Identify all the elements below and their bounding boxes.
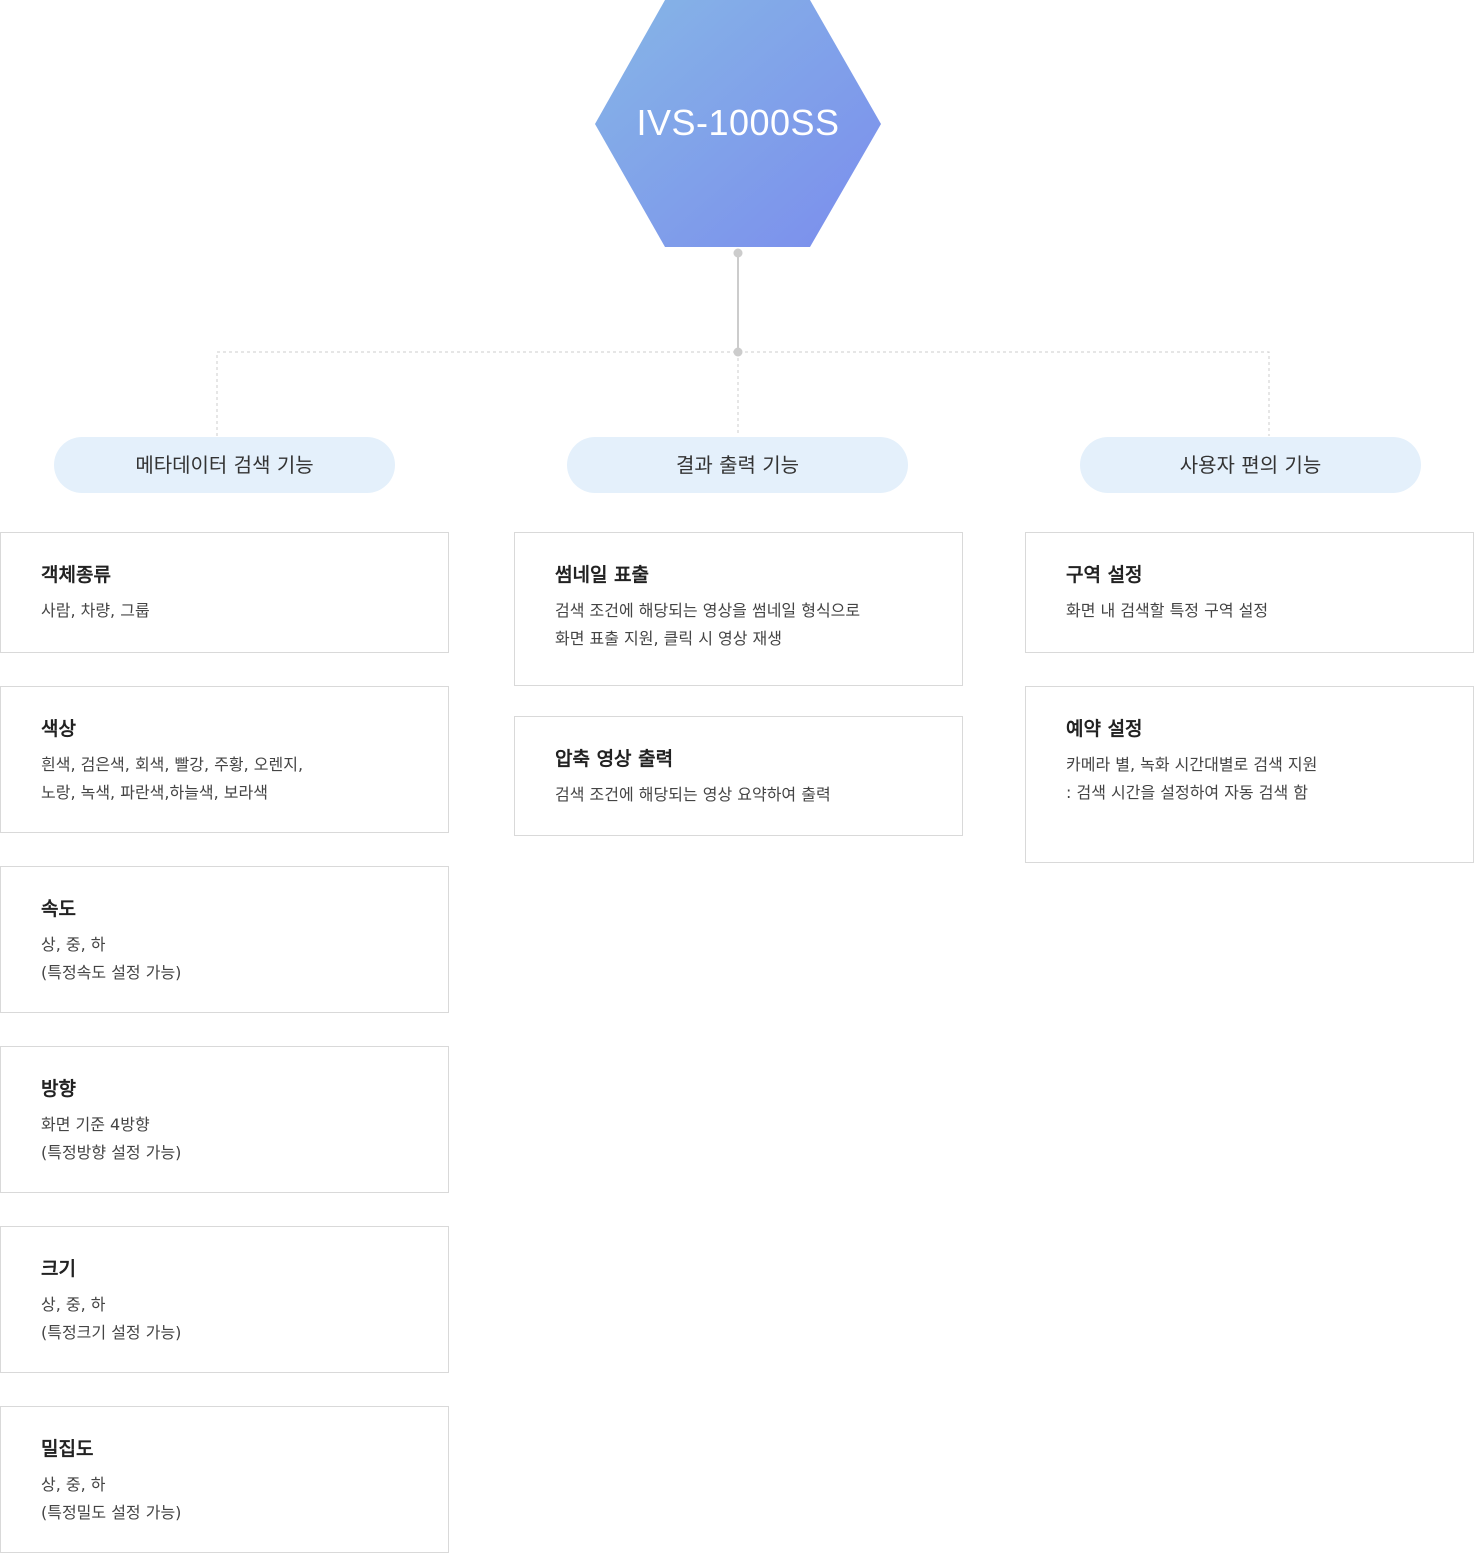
card-text: 검색 조건에 해당되는 영상 요약하여 출력 — [555, 785, 831, 804]
card-color: 색상 흰색, 검은색, 회색, 빨강, 주황, 오렌지, 노랑, 녹색, 파란색… — [0, 686, 449, 833]
card-compressed-video-output: 압축 영상 출력 검색 조건에 해당되는 영상 요약하여 출력 — [514, 716, 963, 836]
category-metadata-search: 메타데이터 검색 기능 — [54, 437, 395, 493]
card-text: (특정크기 설정 가능) — [41, 1323, 182, 1342]
card-text: 상, 중, 하 — [41, 935, 106, 954]
branch-junction-dot — [733, 347, 743, 357]
category-result-output: 결과 출력 기능 — [567, 437, 908, 493]
card-title: 밀집도 — [41, 1438, 94, 1460]
card-text: 화면 내 검색할 특정 구역 설정 — [1066, 601, 1269, 620]
card-object-type: 객체종류 사람, 차량, 그룹 — [0, 532, 449, 653]
card-title: 크기 — [41, 1258, 76, 1280]
card-title: 구역 설정 — [1066, 564, 1143, 586]
card-title: 예약 설정 — [1066, 718, 1143, 740]
card-size: 크기 상, 중, 하 (특정크기 설정 가능) — [0, 1226, 449, 1373]
card-text: 상, 중, 하 — [41, 1295, 106, 1314]
card-text: 상, 중, 하 — [41, 1475, 106, 1494]
card-text: 검색 조건에 해당되는 영상을 썸네일 형식으로 — [555, 601, 861, 620]
branch-dashed-lines — [216, 351, 1270, 436]
card-speed: 속도 상, 중, 하 (특정속도 설정 가능) — [0, 866, 449, 1013]
card-text: 카메라 별, 녹화 시간대별로 검색 지원 — [1066, 755, 1318, 774]
card-zone-setting: 구역 설정 화면 내 검색할 특정 구역 설정 — [1025, 532, 1474, 653]
card-direction: 방향 화면 기준 4방향 (특정방향 설정 가능) — [0, 1046, 449, 1193]
card-title: 압축 영상 출력 — [555, 748, 674, 770]
card-text: (특정방향 설정 가능) — [41, 1143, 182, 1162]
card-title: 색상 — [41, 718, 76, 740]
root-title: IVS-1000SS — [636, 102, 840, 143]
card-thumbnail-display: 썸네일 표출 검색 조건에 해당되는 영상을 썸네일 형식으로 화면 표출 지원… — [514, 532, 963, 686]
card-text: (특정밀도 설정 가능) — [41, 1503, 182, 1522]
card-text: 화면 표출 지원, 클릭 시 영상 재생 — [555, 629, 782, 648]
card-title: 객체종류 — [41, 564, 111, 586]
card-text: 흰색, 검은색, 회색, 빨강, 주황, 오렌지, — [41, 755, 304, 774]
root-connector-dot-top — [733, 248, 743, 258]
card-text: (특정속도 설정 가능) — [41, 963, 182, 982]
card-text: : 검색 시간을 설정하여 자동 검색 함 — [1066, 783, 1308, 802]
category-user-convenience: 사용자 편의 기능 — [1080, 437, 1421, 493]
card-text: 화면 기준 4방향 — [41, 1115, 150, 1134]
card-density: 밀집도 상, 중, 하 (특정밀도 설정 가능) — [0, 1406, 449, 1553]
card-title: 속도 — [41, 898, 76, 920]
root-hexagon — [595, 0, 881, 247]
card-title: 썸네일 표출 — [555, 564, 650, 586]
card-text: 노랑, 녹색, 파란색,하늘색, 보라색 — [41, 783, 268, 802]
card-text: 사람, 차량, 그룹 — [41, 601, 150, 620]
card-schedule-setting: 예약 설정 카메라 별, 녹화 시간대별로 검색 지원 : 검색 시간을 설정하… — [1025, 686, 1474, 863]
card-title: 방향 — [41, 1078, 76, 1100]
